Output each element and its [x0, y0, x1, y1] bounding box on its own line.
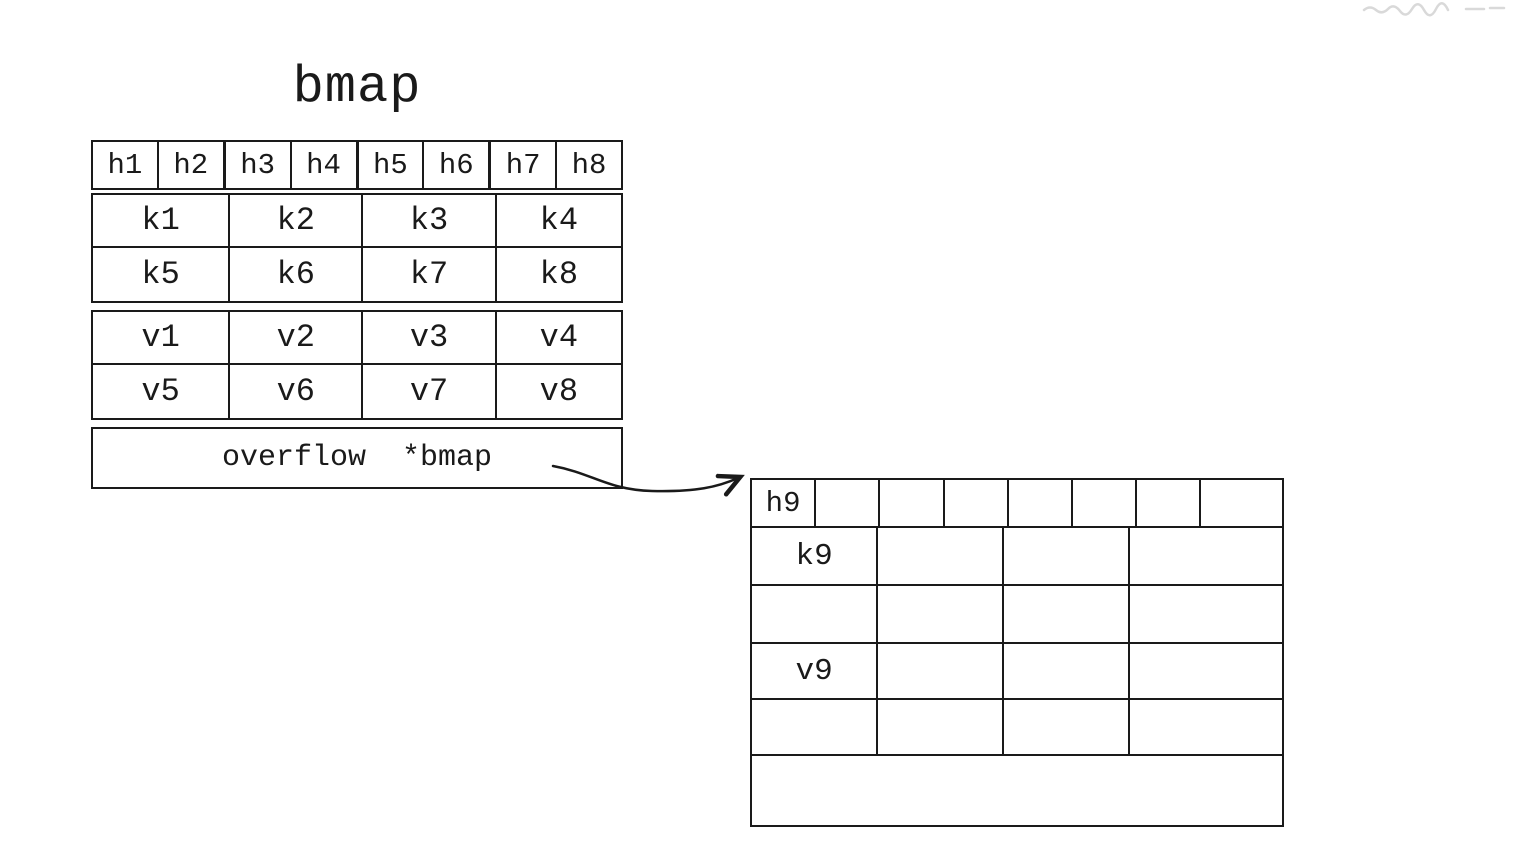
key-cell [752, 586, 879, 642]
overflow-header-cell [1009, 480, 1073, 526]
main-table-values-section: v1 v2 v3 v4 v5 v6 v7 v8 [91, 310, 623, 420]
value-cell: v8 [539, 373, 579, 410]
value-cell: v7 [363, 365, 497, 418]
overflow-header-cell [816, 480, 881, 526]
key-cell: k2 [230, 195, 364, 246]
table-row: k9 [752, 528, 1282, 586]
main-header-cell: h3 [226, 142, 292, 188]
key-cell [1130, 528, 1282, 584]
main-header-cell: h4 [292, 142, 359, 188]
diagram-title: bmap [292, 58, 422, 117]
main-header-cell: h6 [424, 142, 492, 188]
key-cell [1004, 586, 1131, 642]
key-cell: k5 [93, 248, 231, 301]
key-cell [878, 586, 1005, 642]
overflow-table-overflow-cell [752, 756, 1282, 825]
key-cell: k6 [230, 248, 364, 301]
key-cell [1004, 528, 1131, 584]
key-cell: k7 [363, 248, 497, 301]
table-row [752, 700, 1282, 756]
value-cell [1004, 700, 1131, 754]
key-cell [1130, 586, 1282, 642]
key-cell: k4 [539, 202, 579, 239]
faint-scribble-artifact [1362, 2, 1506, 17]
key-cell: k1 [93, 195, 231, 246]
value-cell: v3 [363, 312, 497, 363]
value-cell [1130, 700, 1282, 754]
main-table-overflow-cell: overflow *bmap [91, 427, 623, 489]
main-header-cell: h5 [359, 142, 425, 188]
main-table-keys-section: k1 k2 k3 k4 k5 k6 k7 k8 [91, 193, 623, 303]
main-header-cell: h8 [571, 148, 607, 182]
key-cell: k3 [363, 195, 497, 246]
value-cell [878, 644, 1005, 698]
main-header-cell: h2 [159, 142, 226, 188]
overflow-header-cell [880, 480, 945, 526]
value-cell: v5 [93, 365, 231, 418]
value-cell: v6 [230, 365, 364, 418]
value-cell: v2 [230, 312, 364, 363]
key-cell: k8 [539, 256, 579, 293]
table-row: v9 [752, 644, 1282, 700]
value-cell: v9 [752, 644, 879, 698]
overflow-header-cell [1201, 480, 1282, 526]
value-cell: v4 [539, 319, 579, 356]
overflow-header-cell [945, 480, 1009, 526]
key-cell: k9 [752, 528, 879, 584]
overflow-table-header-row: h9 [752, 480, 1282, 528]
value-cell [1004, 644, 1131, 698]
table-row: v5 v6 v7 v8 [93, 365, 621, 418]
value-cell [752, 700, 879, 754]
main-table-header-row: h1 h2 h3 h4 h5 h6 h7 h8 [91, 140, 623, 190]
table-row: k5 k6 k7 k8 [93, 248, 621, 301]
key-cell [878, 528, 1005, 584]
table-row [752, 586, 1282, 644]
table-row: v1 v2 v3 v4 [93, 312, 621, 365]
value-cell [1130, 644, 1282, 698]
overflow-table: h9 k9 v9 [750, 478, 1284, 827]
table-row: k1 k2 k3 k4 [93, 195, 621, 248]
value-cell: v1 [93, 312, 231, 363]
main-header-cell: h7 [491, 142, 558, 188]
overflow-header-cell [1073, 480, 1138, 526]
overflow-header-cell: h9 [752, 480, 817, 526]
value-cell [878, 700, 1005, 754]
main-header-cell: h1 [93, 142, 159, 188]
overflow-header-cell [1137, 480, 1202, 526]
